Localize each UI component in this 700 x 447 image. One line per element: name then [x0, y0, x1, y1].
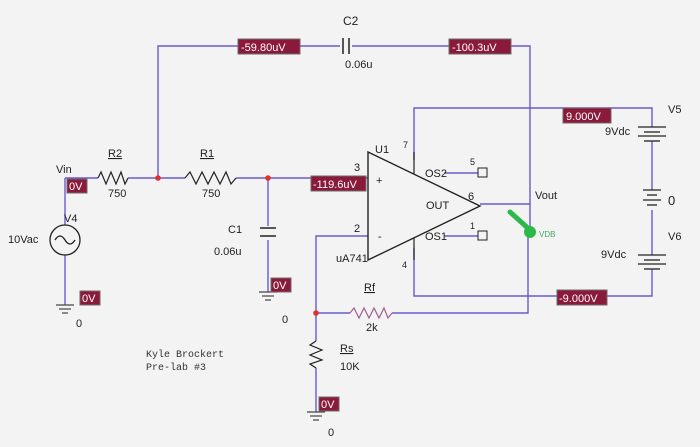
- label-pin7: 7: [403, 140, 408, 150]
- label-r2-name: R2: [108, 148, 122, 160]
- label-battery-value: 0: [668, 193, 675, 208]
- node-dot-c1: [265, 175, 271, 181]
- label-gnd-c1: 0: [282, 314, 288, 326]
- ground-v4: [56, 304, 74, 314]
- svg-text:0V: 0V: [82, 293, 96, 305]
- dc-source-v5[interactable]: [638, 126, 666, 142]
- svg-text:0V: 0V: [69, 181, 83, 193]
- label-r2-value: 750: [108, 188, 126, 200]
- label-c1-name: C1: [228, 224, 242, 236]
- label-minus: -: [378, 231, 382, 243]
- label-c2-name: C2: [343, 14, 359, 28]
- ground-c1: [259, 291, 277, 301]
- label-pin4: 4: [402, 260, 407, 270]
- resistor-rf[interactable]: [349, 306, 393, 320]
- label-out: OUT: [426, 200, 450, 212]
- svg-text:-9.000V: -9.000V: [559, 293, 598, 305]
- resistor-rs[interactable]: [308, 340, 324, 369]
- label-v6-value: 9Vdc: [601, 249, 627, 261]
- os1-pin-box[interactable]: [477, 230, 488, 241]
- note-lab: Pre-lab #3: [146, 362, 206, 374]
- os2-pin-box[interactable]: [477, 167, 488, 178]
- svg-text:-59.80uV: -59.80uV: [241, 42, 286, 54]
- label-pin5: 5: [470, 157, 475, 167]
- label-os1: OS1: [425, 231, 447, 243]
- svg-text:-119.6uV: -119.6uV: [313, 179, 357, 191]
- label-v5-name: V5: [668, 104, 681, 116]
- capacitor-c2[interactable]: [342, 38, 350, 54]
- label-rs-value: 10K: [340, 361, 360, 373]
- svg-text:0V: 0V: [273, 280, 287, 292]
- label-gnd-v4: 0: [76, 318, 82, 330]
- opamp-u1[interactable]: [367, 150, 482, 262]
- voltage-probe-vdb[interactable]: [507, 209, 536, 238]
- label-pin2: 2: [354, 223, 360, 235]
- label-vdb: VDB: [539, 230, 555, 239]
- node-dot-c2: [155, 175, 161, 181]
- label-vout: Vout: [535, 190, 557, 202]
- label-rs-name: Rs: [340, 343, 354, 355]
- label-v5-value: 9Vdc: [605, 126, 631, 138]
- wire-minus: [315, 235, 368, 341]
- wire-vout: [480, 203, 531, 230]
- label-gnd-rs: 0: [328, 427, 334, 439]
- badge-vin: 0V: [66, 178, 88, 194]
- wire-c2-left: [157, 45, 340, 178]
- label-rf-value: 2k: [366, 322, 378, 334]
- badge-neg-rail: -9.000V: [556, 289, 608, 306]
- wire-c2-right: [352, 45, 531, 204]
- badge-pos-rail: 9.000V: [562, 107, 612, 124]
- label-v4-name: V4: [64, 213, 77, 225]
- node-dot-rs: [313, 310, 319, 316]
- label-rf-name: Rf: [364, 282, 376, 294]
- badge-c2-right: -100.3uV: [448, 38, 512, 55]
- svg-text:0V: 0V: [321, 399, 335, 411]
- dc-source-v6[interactable]: [638, 254, 666, 270]
- label-u1-model: uA741: [336, 253, 368, 265]
- label-pin1: 1: [470, 221, 475, 231]
- label-r1-value: 750: [202, 188, 220, 200]
- wire-rf-right: [392, 230, 529, 314]
- note-author: Kyle Brockert: [146, 349, 224, 361]
- label-r1-name: R1: [200, 148, 214, 160]
- resistor-r1[interactable]: [184, 170, 237, 186]
- resistor-r2[interactable]: [97, 170, 129, 186]
- label-pin3: 3: [354, 162, 360, 174]
- battery-middle[interactable]: [643, 189, 661, 206]
- label-c1-value: 0.06u: [214, 246, 242, 258]
- badge-rs-gnd: 0V: [318, 396, 340, 412]
- badge-c2-left: -59.80uV: [237, 38, 301, 55]
- ground-rs: [307, 411, 325, 421]
- label-vin: Vin: [56, 164, 72, 176]
- wire-pos-rail: [413, 107, 653, 160]
- label-v6-name: V6: [668, 231, 681, 243]
- label-plus: +: [376, 175, 382, 187]
- label-c2-value: 0.06u: [345, 59, 373, 71]
- label-v4-value: 10Vac: [8, 234, 39, 246]
- capacitor-c1[interactable]: [260, 227, 276, 237]
- svg-text:-100.3uV: -100.3uV: [452, 42, 497, 54]
- badge-v4-gnd: 0V: [79, 290, 101, 306]
- wire-neg-rail: [413, 248, 653, 297]
- ac-source-v4[interactable]: [49, 224, 81, 256]
- label-u1-name: U1: [375, 144, 389, 156]
- label-os2: OS2: [425, 168, 447, 180]
- badge-c1-gnd: 0V: [270, 277, 292, 293]
- svg-text:9.000V: 9.000V: [566, 111, 602, 123]
- wires: [64, 45, 653, 412]
- badge-plus-in: -119.6uV: [310, 175, 367, 192]
- label-pin6: 6: [468, 191, 474, 203]
